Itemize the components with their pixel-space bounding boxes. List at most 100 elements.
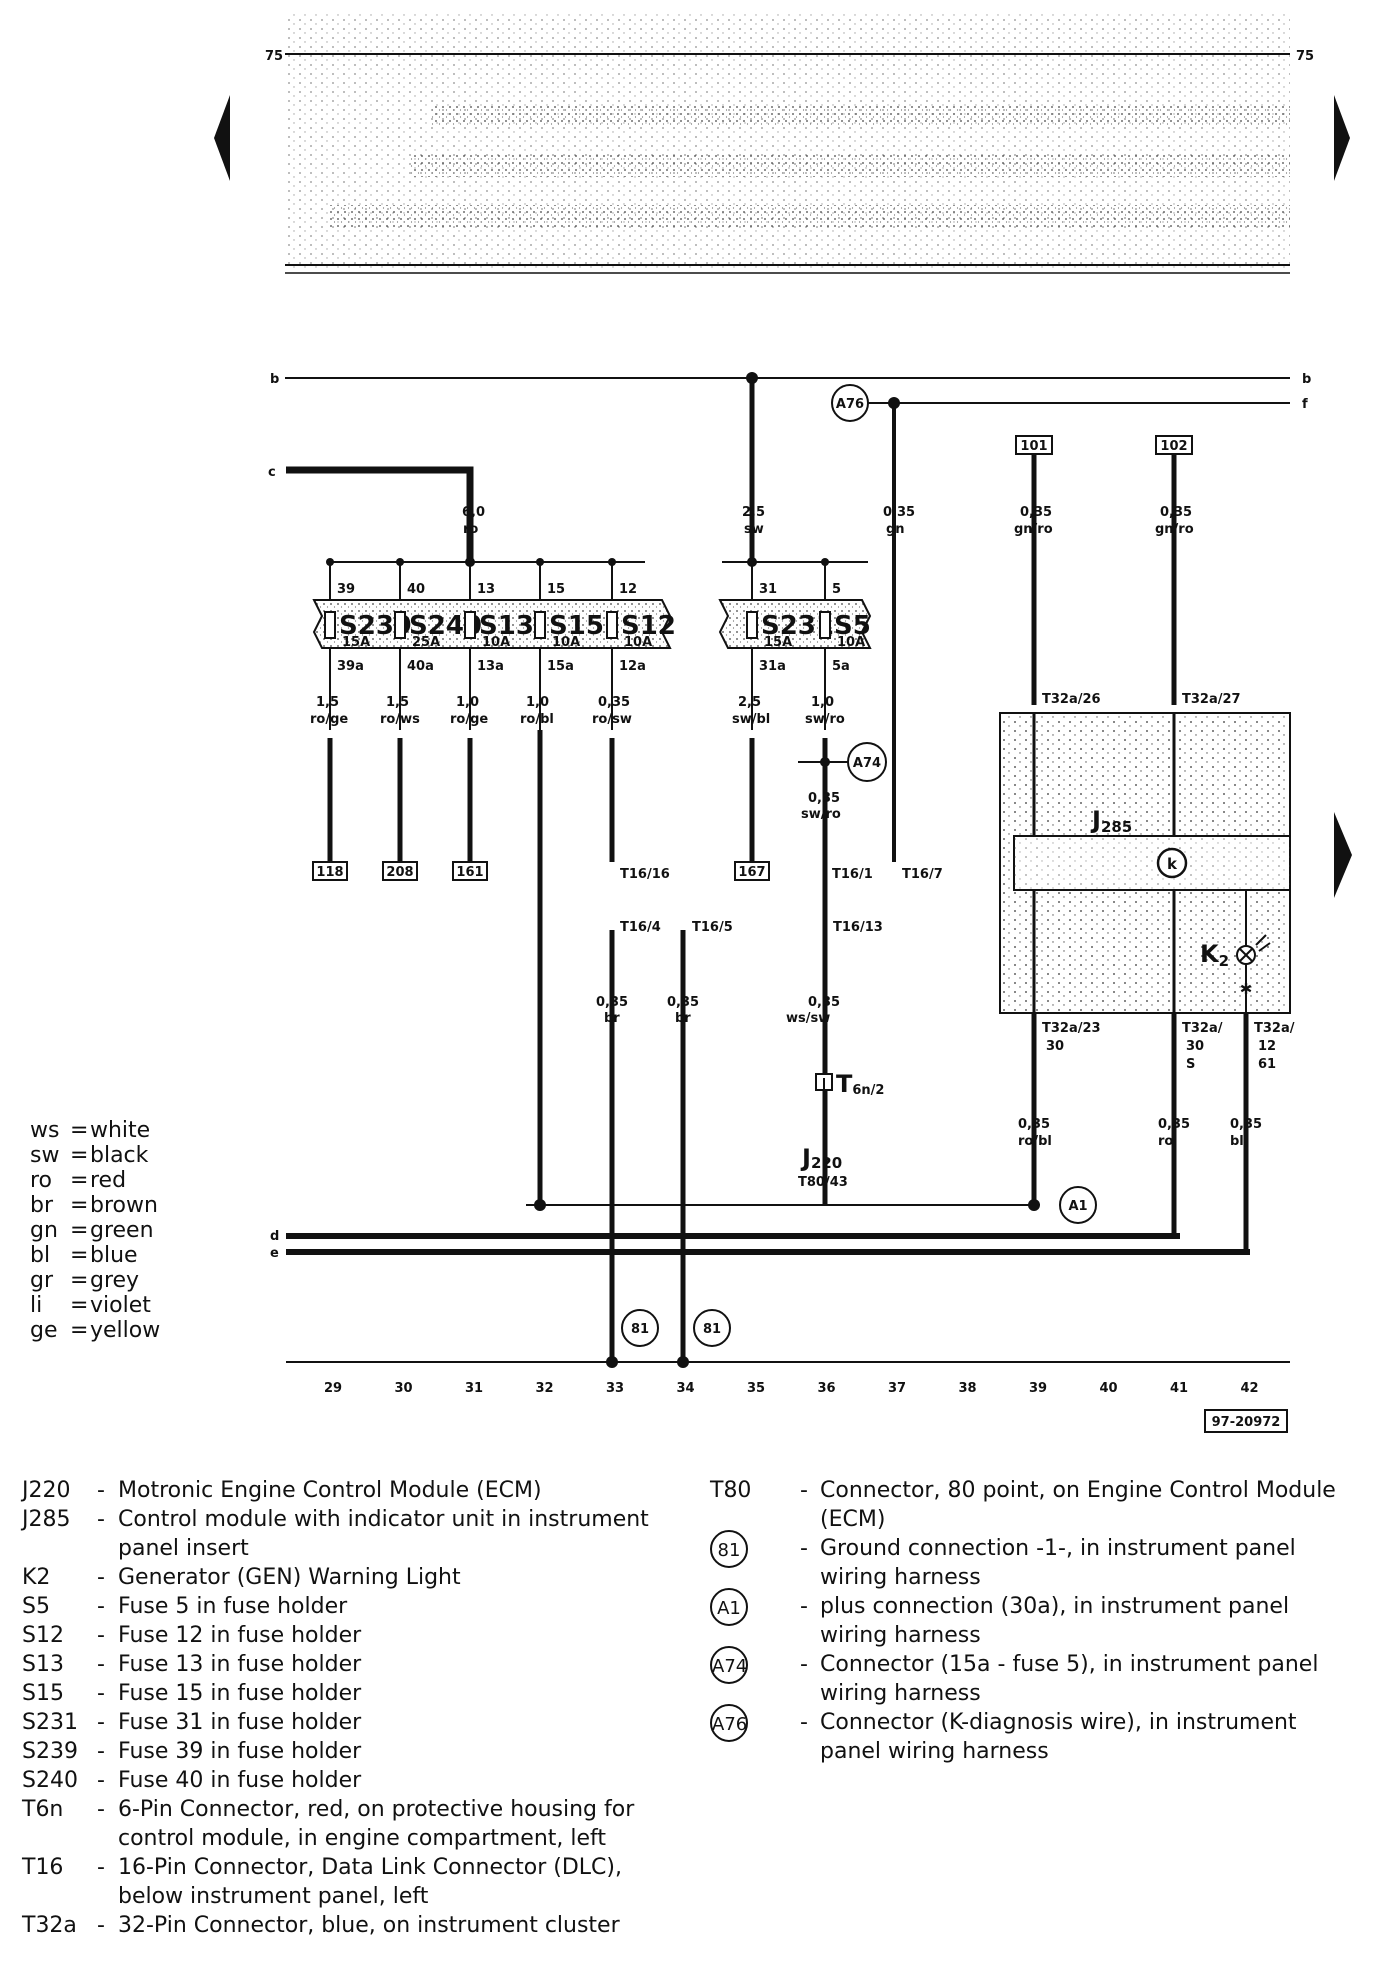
feed-b-color: sw xyxy=(744,522,764,537)
warning-light-K2-label: K2 xyxy=(1200,940,1229,970)
fuse-S5-rating: 10A xyxy=(837,635,865,650)
legend-code: T32a xyxy=(22,1913,77,1938)
fuse-S12-pin: T16/16 xyxy=(620,867,670,882)
wire-color-row: br=brown xyxy=(30,1193,160,1218)
track-number: 40 xyxy=(1099,1381,1117,1396)
figure-id: 97-20972 xyxy=(1212,1415,1281,1430)
feed-c-color: ro xyxy=(463,522,478,537)
j285-output-3-pin: T32a/ xyxy=(1254,1021,1295,1036)
legend-dash: - xyxy=(800,1536,808,1561)
previous-page-arrow-icon[interactable] xyxy=(214,95,230,181)
legend-description: Fuse 5 in fuse holder xyxy=(118,1594,348,1619)
fuse-S5-gauge: 1,0 xyxy=(811,695,834,710)
legend-description: Fuse 40 in fuse holder xyxy=(118,1768,362,1793)
track-number: 32 xyxy=(535,1381,553,1396)
legend-row: A76-Connector (K-diagnosis wire), in ins… xyxy=(710,1704,1350,1766)
track-label-75-left: 75 xyxy=(265,49,283,64)
rails: b b f c d e xyxy=(268,372,1311,1363)
equals-sign: = xyxy=(70,1218,89,1243)
legend-description: Fuse 39 in fuse holder xyxy=(118,1739,362,1764)
legend-description: 16-Pin Connector, Data Link Connector (D… xyxy=(118,1855,622,1909)
feed-b-gauge: 2,5 xyxy=(742,505,765,520)
next-section-arrow-icon[interactable] xyxy=(1334,812,1352,898)
legend-dash: - xyxy=(800,1594,808,1619)
legend-description: Control module with indicator unit in in… xyxy=(118,1507,649,1561)
fuse-S15-color: ro/bl xyxy=(520,712,554,727)
track-number: 39 xyxy=(1029,1381,1047,1396)
fuse-S13-color: ro/ge xyxy=(450,712,488,727)
wire-color-name: red xyxy=(90,1168,127,1193)
wiring-diagram: 75 75 b b f c d e 6,0 ro 2,5 sw 39S23915… xyxy=(214,14,1352,1433)
connector-A74-label: A74 xyxy=(853,756,881,771)
legend-code: J285 xyxy=(22,1507,71,1532)
fuses-left: 39S23915A39a1,5ro/ge11840S24025A40a1,5ro… xyxy=(310,558,676,1205)
j285-output-2-pin2: 30 xyxy=(1186,1039,1204,1054)
fuse-S5-label: S5 xyxy=(834,611,871,641)
legend-dash: - xyxy=(97,1507,105,1532)
j285-output-3-pin3: 61 xyxy=(1258,1057,1276,1072)
ground-81-label-1: 81 xyxy=(631,1322,649,1337)
legend-description: Generator (GEN) Warning Light xyxy=(118,1565,461,1590)
k-diagnosis-symbol: k xyxy=(1167,855,1178,873)
wire-color-name: violet xyxy=(90,1293,151,1318)
legend-dash: - xyxy=(97,1768,105,1793)
legend-code: T80 xyxy=(710,1478,752,1503)
wire-A76: A76 0,35 gn T16/7 xyxy=(831,384,943,882)
j285-output-2-gauge: 0,35 xyxy=(1158,1117,1190,1132)
dlc-wire-1-gauge: 0,35 xyxy=(596,995,628,1010)
fuse-S231-rating: 15A xyxy=(764,635,792,650)
legend-row: J220-Motronic Engine Control Module (ECM… xyxy=(22,1476,662,1505)
dlc-wire-3-pin: T16/13 xyxy=(833,920,883,935)
track-number: 37 xyxy=(888,1381,906,1396)
rail-c-label: c xyxy=(268,465,276,480)
legend-dash: - xyxy=(97,1623,105,1648)
next-page-arrow-icon[interactable] xyxy=(1334,95,1350,181)
wire-color-code: sw xyxy=(30,1143,60,1168)
legend-code: S15 xyxy=(22,1681,64,1706)
track-label-75-right: 75 xyxy=(1296,49,1314,64)
connector-A76-label: A76 xyxy=(836,397,864,412)
fuse-S13-top-pin: 13 xyxy=(477,582,495,597)
legend-code: K2 xyxy=(22,1565,51,1590)
wire-color-row: ws=white xyxy=(30,1118,160,1143)
legend-row: S240-Fuse 40 in fuse holder xyxy=(22,1766,662,1795)
fuse-S231-color: sw/bl xyxy=(732,712,770,727)
wire-color-code: ge xyxy=(30,1318,58,1343)
legend-description: Fuse 15 in fuse holder xyxy=(118,1681,362,1706)
fuse-S240-gauge: 1,5 xyxy=(386,695,409,710)
legend-code: S12 xyxy=(22,1623,64,1648)
legend-dash: - xyxy=(97,1739,105,1764)
fuse-S12-gauge: 0,35 xyxy=(598,695,630,710)
legend-row: S15 -Fuse 15 in fuse holder xyxy=(22,1679,662,1708)
track-number: 38 xyxy=(958,1381,976,1396)
fuse-S239-bottom-pin: 39a xyxy=(337,659,364,674)
j285-output-1-color: ro/bl xyxy=(1018,1134,1052,1149)
wire-color-row: ge=yellow xyxy=(30,1318,160,1343)
ground-81-label-2: 81 xyxy=(703,1322,721,1337)
fuse-S12-label: S12 xyxy=(621,611,676,641)
wire-color-code: ws xyxy=(30,1118,60,1143)
legend-row: S231-Fuse 31 in fuse holder xyxy=(22,1708,662,1737)
legend-row: S13-Fuse 13 in fuse holder xyxy=(22,1650,662,1679)
rail-f-label: f xyxy=(1302,397,1308,412)
wire-color-name: white xyxy=(90,1118,151,1143)
equals-sign: = xyxy=(70,1318,89,1343)
legend-dash: - xyxy=(800,1710,808,1735)
legend-code: T6n xyxy=(22,1797,64,1822)
top-strip: 75 75 xyxy=(265,14,1314,274)
fuse-S231-top-pin: 31 xyxy=(759,582,777,597)
ref-101-label: 101 xyxy=(1020,439,1047,454)
wire-color-code: bl xyxy=(30,1243,51,1268)
legend-code: S240 xyxy=(22,1768,78,1793)
fuse-S240-color: ro/ws xyxy=(380,712,420,727)
fuse-S12-color: ro/sw xyxy=(592,712,632,727)
legend-dash: - xyxy=(97,1681,105,1706)
wire-a76-color: gn xyxy=(886,522,905,537)
